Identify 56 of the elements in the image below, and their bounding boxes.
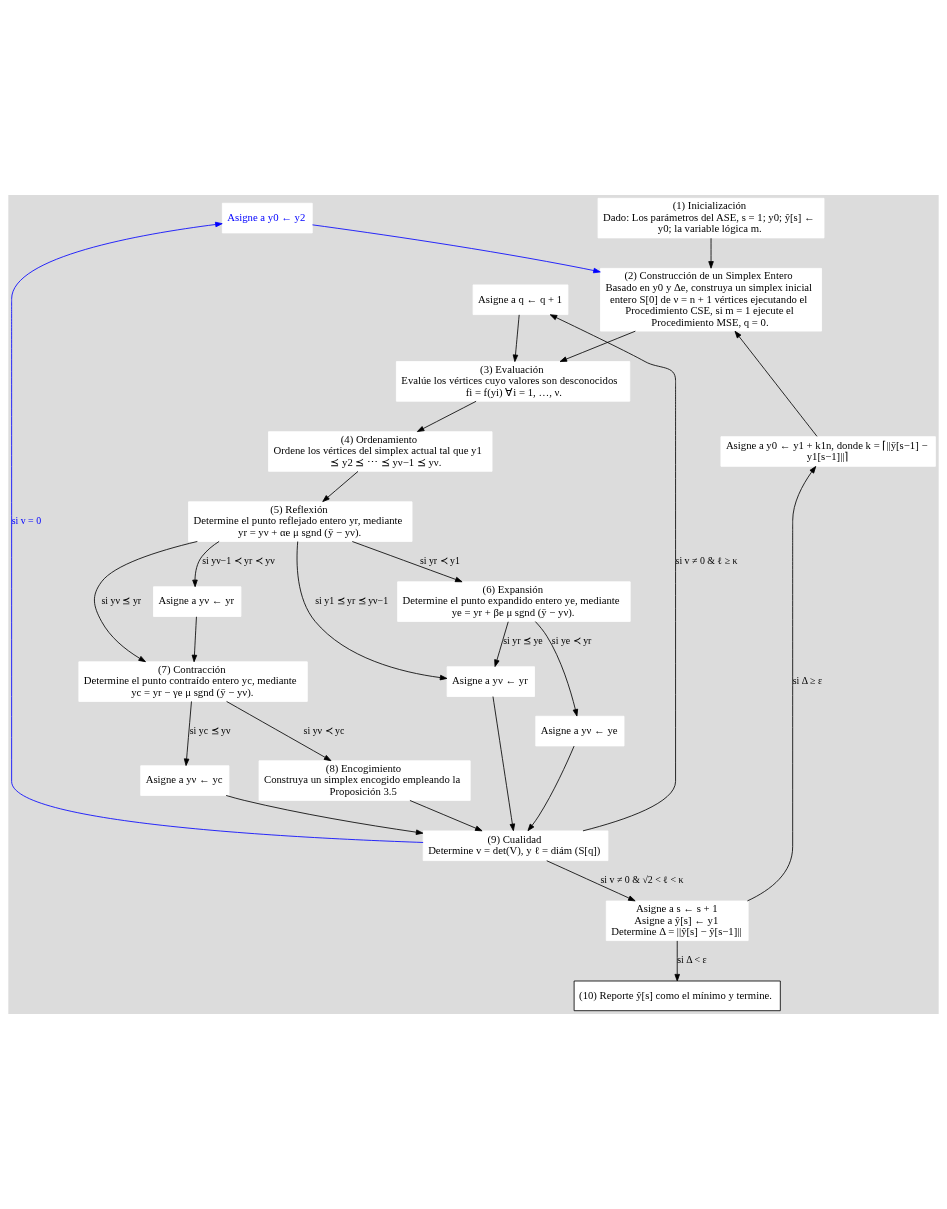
edge-label: si ye ≺ yr (551, 635, 592, 647)
edge-label: si Δ < ε (677, 954, 707, 966)
arrow (191, 616, 198, 663)
arrow (322, 471, 359, 502)
edge-label: si yr ≺ y1 (419, 555, 460, 567)
node-box: (8) Encogimiento Construya un simplex encogido empleando la Proposición 3.5 (258, 760, 471, 801)
node-box: (3) Evaluación Evalúe los vértices cuyo valores son desconocidos fi = f(yi) ∀i = 1, …, ν. (395, 361, 631, 402)
edge-label: si Δ ≥ ε (792, 675, 823, 687)
node-box: (5) Reflexión Determine el punto reflejado entero yr, mediante yr = yν + αe μ sgnd (ȳ − yν). (188, 501, 413, 542)
arrow (409, 800, 483, 832)
arrow (549, 314, 676, 832)
node-box: Asigne a yν ← yr (446, 666, 535, 697)
edge-label: si v ≠ 0 & √2 < ℓ < κ (600, 874, 684, 886)
arrow (734, 330, 818, 437)
arrow (183, 701, 192, 766)
arrow (534, 621, 579, 717)
node-box: Asigne a y0 ← y2 (221, 202, 313, 234)
node-box: Asigne a q ← q + 1 (472, 284, 569, 315)
arrow (226, 701, 332, 762)
arrow (416, 400, 477, 432)
arrow (512, 314, 520, 362)
node-box: Asigne a yν ← ye (535, 715, 625, 747)
arrow (312, 224, 601, 274)
arrow (708, 237, 714, 269)
arrow (494, 621, 509, 667)
node-box: (1) Inicialización Dado: Los parámetros del ASE, s = 1; y0; ŷ[s] ← y0; la variable lógica m. (597, 197, 825, 239)
edge-label: si v ≠ 0 & ℓ ≥ κ (675, 555, 738, 567)
edge-label: si yν−1 ≺ yr ≺ yν (202, 555, 275, 567)
arrow (225, 795, 424, 835)
node-box: Asigne a yν ← yr (153, 586, 242, 617)
node-box: (4) Ordenamiento Ordene los vértices del simplex actual tal que y1 ⪯ y2 ⪯ ⋯ ⪯ yν−1 ⪯ yν. (268, 431, 493, 472)
edge-label: si y1 ⪯ yr ⪯ yν−1 (315, 595, 389, 607)
node-box: Asigne a s ← s + 1 Asigne a ŷ[s] ← y1 Determine Δ = ||ŷ[s] − ŷ[s−1]|| (605, 900, 749, 941)
edge-label: si yν ≺ yc (303, 724, 345, 736)
arrow (11, 221, 424, 843)
arrow (746, 466, 817, 902)
node-box: (9) Cualidad Determine v = det(V), y ℓ = diám (S[q]) (422, 830, 609, 861)
node-box: Asigne a yν ← yc (140, 765, 230, 796)
arrow (351, 541, 463, 583)
edge-label: si yc ⪯ yν (189, 724, 231, 736)
node-box: (6) Expansión Determine el punto expandido entero ye, mediante ye = yr + βe μ sgnd (ȳ − yν). (397, 581, 631, 622)
arrow (546, 860, 636, 902)
arrow (674, 940, 680, 982)
arrow (192, 541, 220, 588)
arrow (559, 330, 636, 362)
arrow (527, 745, 575, 832)
arrow (296, 541, 448, 681)
node-box: (10) Reporte ŷ[s] como el mínimo y termine. (573, 980, 781, 1012)
edge-label: si v = 0 (11, 515, 42, 527)
arrow (492, 696, 516, 832)
node-box: Asigne a y0 ← y1 + k1n, donde k = ⌈||ȳ[s−1] − y1[s−1]||⌉ (720, 436, 936, 467)
edge-label: si yν ⪯ yr (101, 595, 142, 607)
node-box: (7) Contracción Determine el punto contraído entero yc, mediante yc = yr − γe μ sgnd (ȳ − yν). (78, 661, 308, 702)
node-box: (2) Construcción de un Simplex Entero Basado en y0 y Δe, construya un simplex inicial entero S[0] de ν = n + 1 vértices ejecutando el Procedimiento CSE, si m = 1 ejecute el Procedimiento MSE, q = 0. (600, 268, 822, 332)
arrow (94, 541, 198, 663)
edge-label: si yr ⪯ ye (503, 635, 543, 647)
